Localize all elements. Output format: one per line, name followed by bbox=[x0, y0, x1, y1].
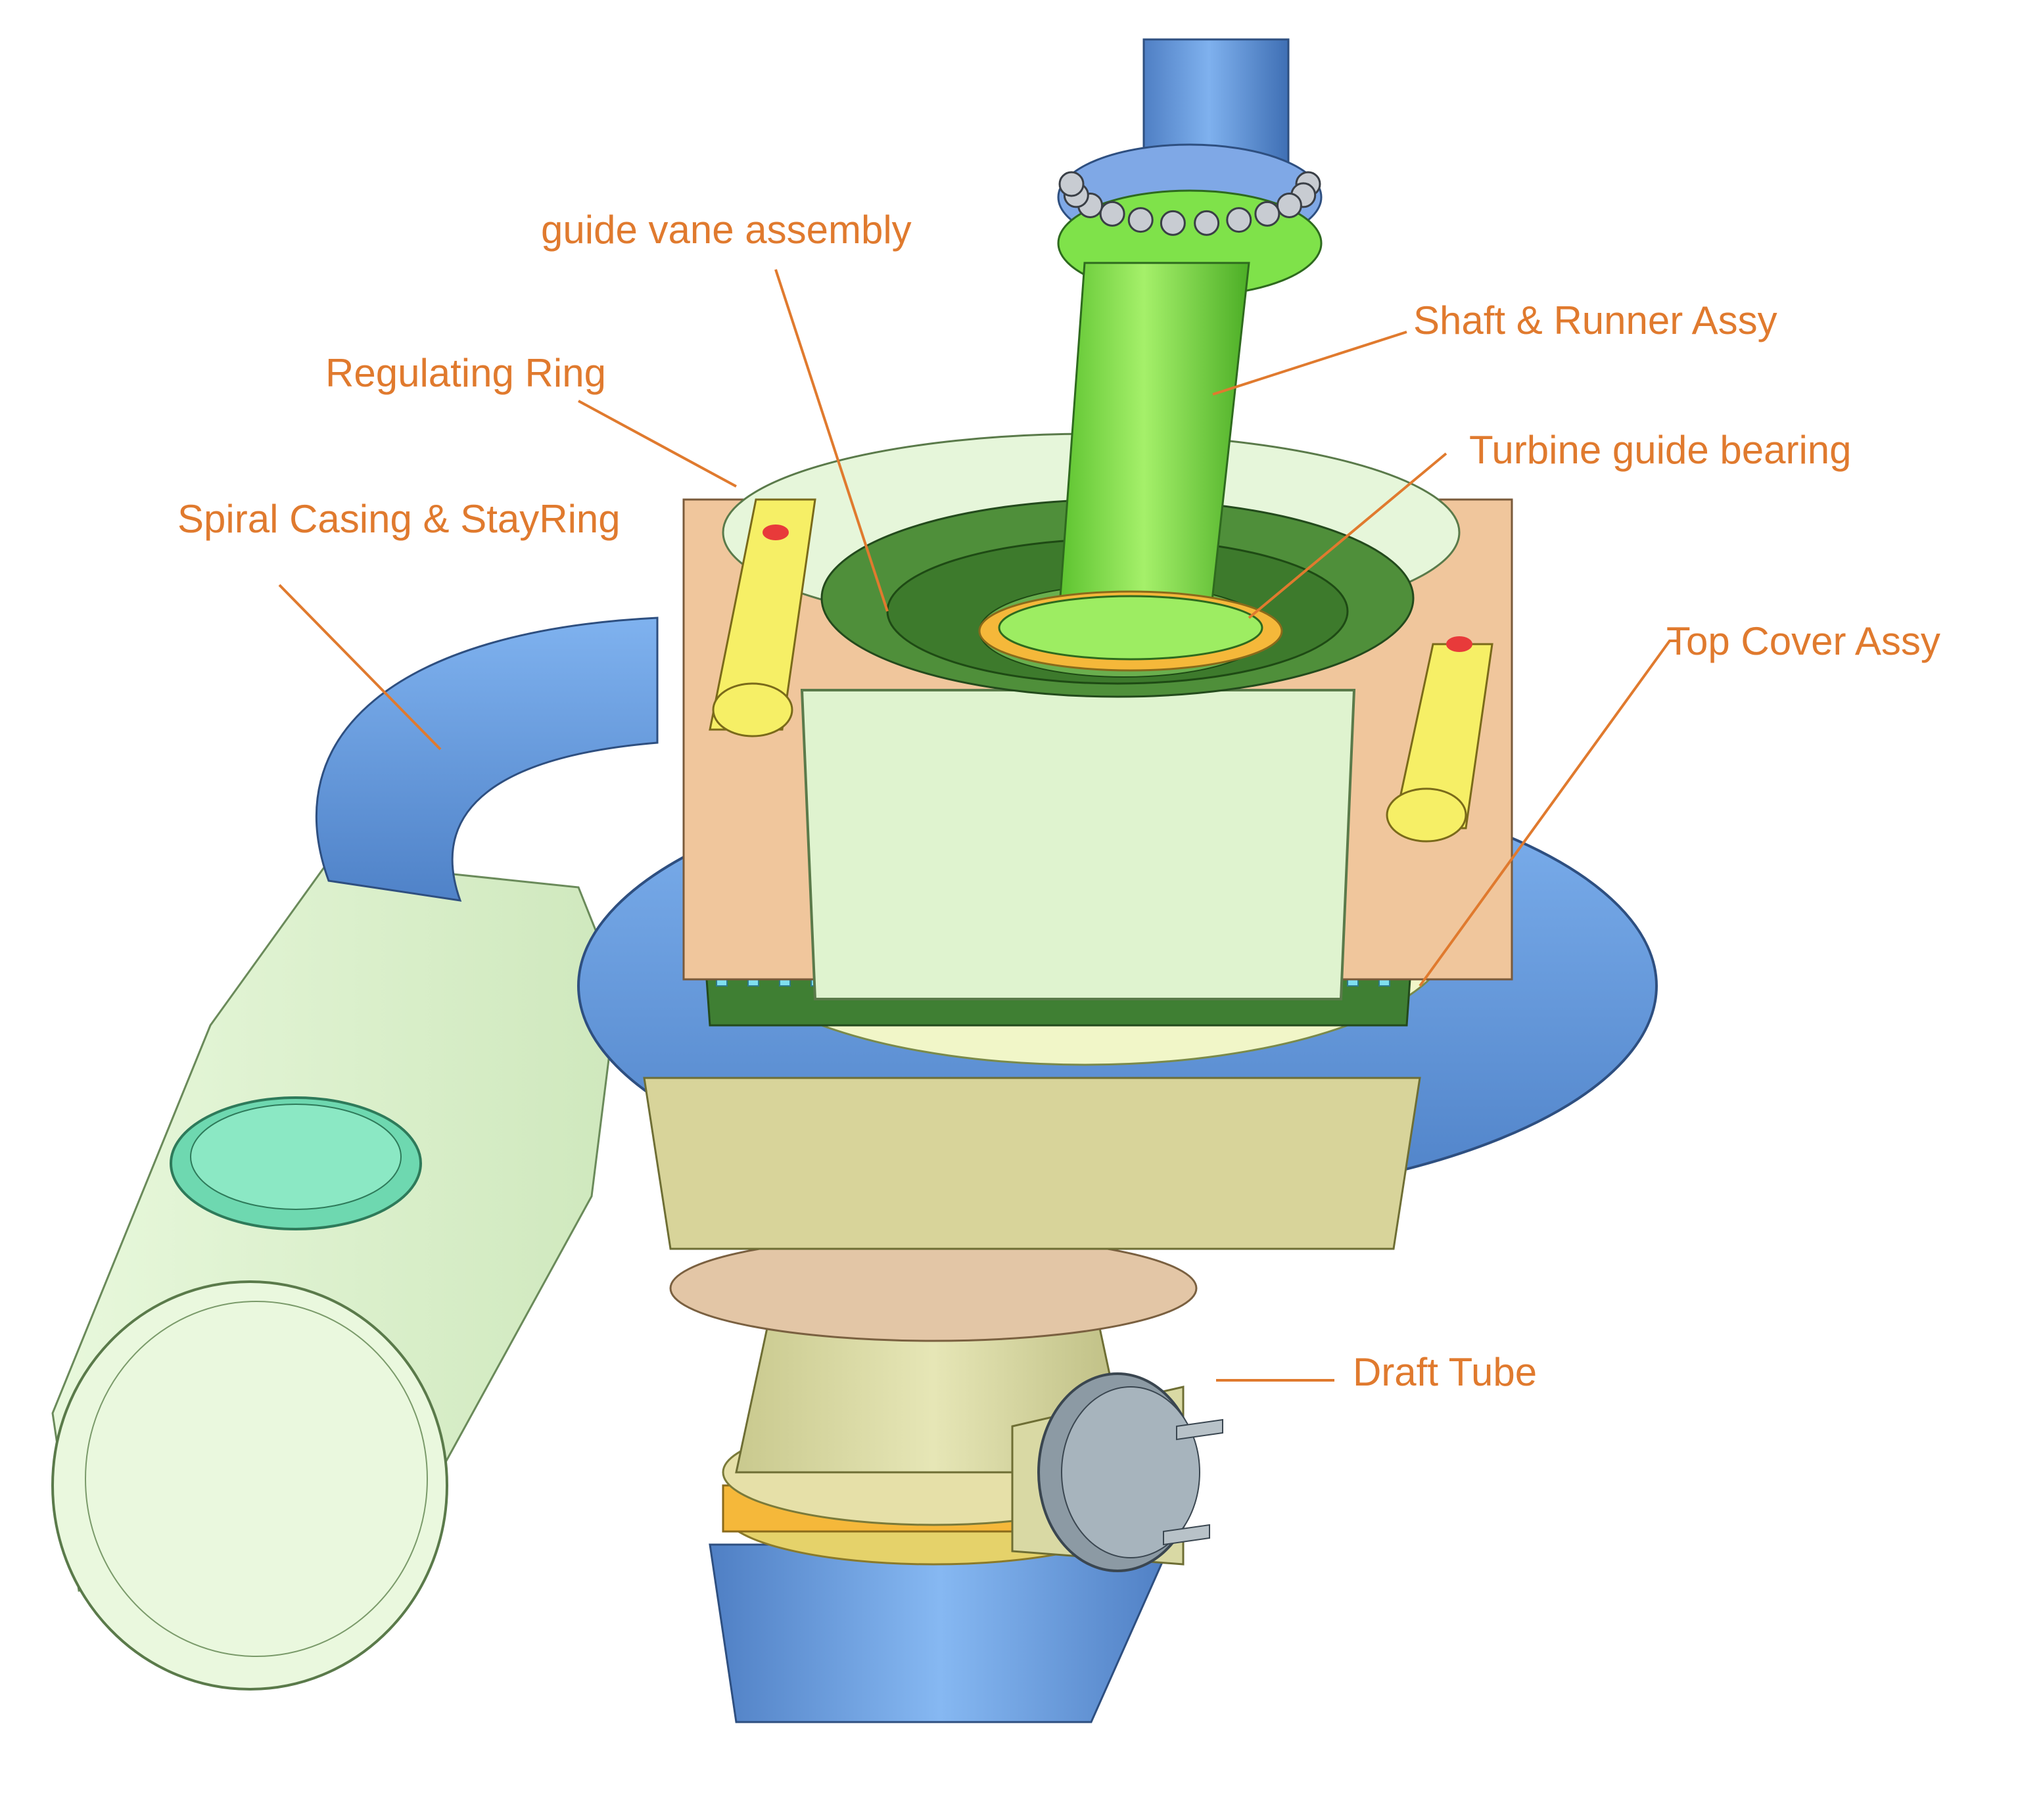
coupling-bolts bbox=[1058, 171, 1321, 236]
leader-guide-vane bbox=[774, 269, 889, 612]
leader-spiral-casing bbox=[278, 584, 442, 751]
label-regulating-ring: Regulating Ring bbox=[325, 351, 606, 395]
inlet-pipe bbox=[51, 860, 619, 1691]
leader-turbine-bearing bbox=[1248, 452, 1447, 619]
draft-tube-body bbox=[669, 1234, 1223, 1572]
label-turbine-guide-bearing: Turbine guide bearing bbox=[1469, 428, 1852, 472]
turbine-shaft bbox=[978, 38, 1323, 672]
coupling-bolt bbox=[1099, 200, 1125, 227]
coupling-bolt bbox=[1160, 210, 1186, 236]
coupling-bolt bbox=[1226, 207, 1252, 233]
leader-regulating-ring bbox=[578, 400, 737, 488]
coupling-bolt bbox=[1194, 210, 1220, 236]
label-shaft-runner-assy: Shaft & Runner Assy bbox=[1413, 298, 1777, 342]
leader-lines bbox=[278, 269, 1679, 1382]
label-draft-tube: Draft Tube bbox=[1353, 1350, 1538, 1394]
label-guide-vane-assembly: guide vane assembly bbox=[541, 208, 912, 252]
label-top-cover-assy: Top Cover Assy bbox=[1666, 619, 1940, 663]
coupling-bolt bbox=[1127, 207, 1154, 233]
coupling-bolt bbox=[1276, 192, 1302, 218]
leader-top-cover bbox=[1419, 640, 1679, 987]
coupling-bolt bbox=[1254, 200, 1280, 227]
leader-shaft-runner bbox=[1212, 331, 1407, 396]
coupling-bolt bbox=[1058, 171, 1085, 197]
lower-outlet-pipe bbox=[709, 1543, 1172, 1723]
label-spiral-casing-stayring: Spiral Casing & StayRing bbox=[177, 497, 621, 541]
